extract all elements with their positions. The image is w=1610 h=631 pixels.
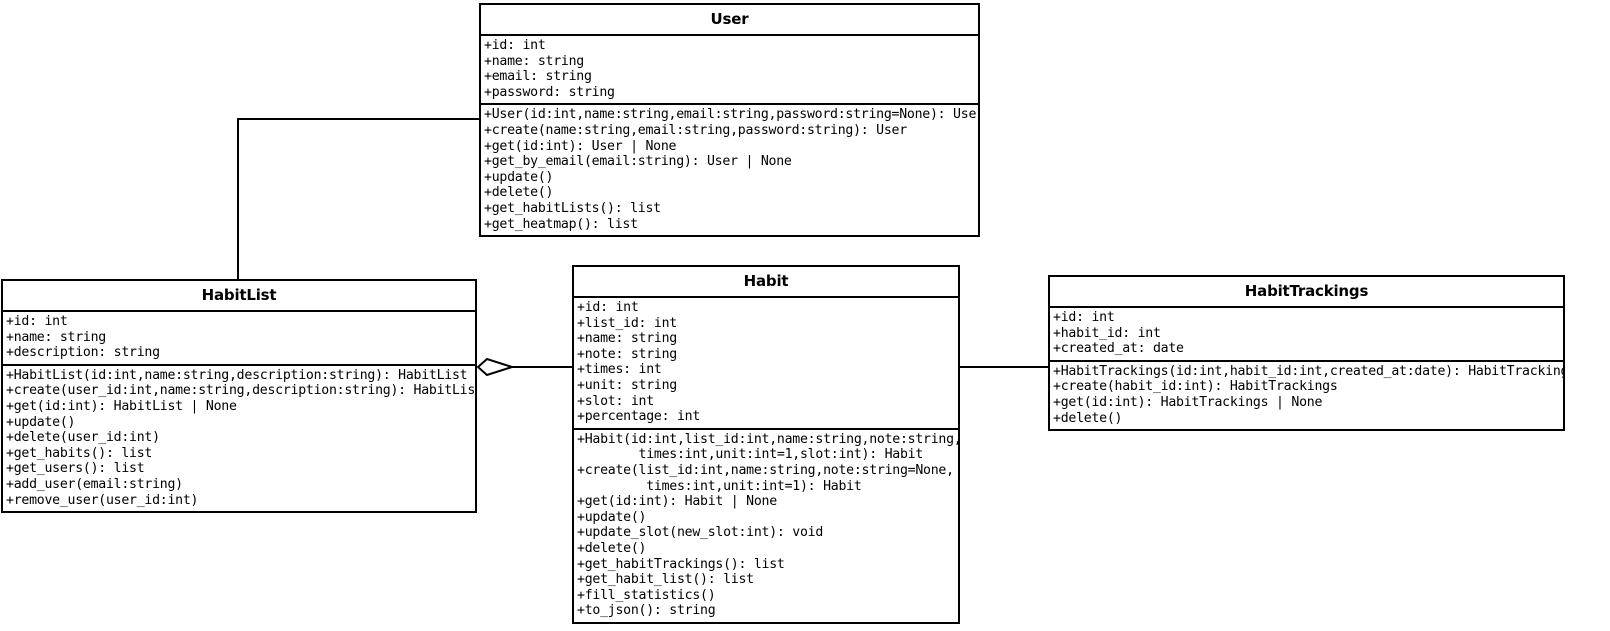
- method-line: +create(name:string,email:string,passwor…: [484, 122, 907, 138]
- method-line: +to_json(): string: [577, 603, 716, 619]
- method-line: +create(user_id:int,name:string,descript…: [6, 383, 477, 399]
- method-line: +update_slot(new_slot:int): void: [577, 525, 824, 541]
- attribute-line: +percentage: int: [577, 409, 701, 425]
- method-line: +update(): [484, 169, 554, 185]
- method-line: +get_heatmap(): list: [484, 216, 638, 232]
- method-line: +get(id:int): User | None: [484, 138, 677, 154]
- class-attributes-habitlist: +id: int +name: string +description: str…: [3, 312, 475, 366]
- connector-habit-habittrackings-line: [958, 366, 1050, 368]
- method-line: +get_habit_list(): list: [577, 572, 754, 588]
- class-title-user: User: [481, 5, 978, 36]
- attribute-line: +slot: int: [577, 393, 654, 409]
- attribute-line: +password: string: [484, 84, 615, 100]
- method-line: +get_habitTrackings(): list: [577, 556, 785, 572]
- attribute-line: +id: int: [577, 300, 639, 315]
- class-box-user[interactable]: User +id: int +name: string +email: stri…: [479, 3, 980, 238]
- method-line: +get_habits(): list: [6, 445, 153, 461]
- attribute-line: +habit_id: int: [1053, 325, 1161, 341]
- method-line: +delete(): [1053, 410, 1123, 426]
- method-line: +get(id:int): HabitTrackings | None: [1053, 394, 1323, 410]
- method-line: +delete(): [577, 540, 647, 556]
- method-line: +remove_user(user_id:int): [6, 492, 199, 508]
- method-line: +add_user(email:string): [6, 476, 183, 492]
- attribute-line: +unit: string: [577, 377, 677, 393]
- method-line: +HabitList(id:int,name:string,descriptio…: [6, 367, 468, 383]
- attribute-line: +times: int: [577, 362, 662, 378]
- method-line: +create(list_id:int,name:string,note:str…: [577, 462, 954, 478]
- method-line: +update(): [577, 509, 647, 525]
- aggregation-diamond-icon: [477, 357, 513, 377]
- class-title-habit: Habit: [574, 267, 958, 298]
- class-title-habittrackings: HabitTrackings: [1050, 277, 1563, 308]
- method-line: times:int,unit:int=1): Habit: [577, 478, 862, 494]
- attribute-line: +id: int: [484, 38, 546, 53]
- method-line: +User(id:int,name:string,email:string,pa…: [484, 107, 980, 123]
- class-attributes-user: +id: int +name: string +email: string +p…: [481, 36, 978, 106]
- attribute-line: +list_id: int: [577, 315, 677, 331]
- class-box-habitlist[interactable]: HabitList +id: int +name: string +descri…: [1, 279, 477, 514]
- method-line: +delete(): [484, 185, 554, 201]
- method-line: +get(id:int): HabitList | None: [6, 398, 237, 414]
- class-attributes-habit: +id: int +list_id: int +name: string +no…: [574, 298, 958, 430]
- method-line: +delete(user_id:int): [6, 430, 160, 446]
- connector-habitlist-habit-line: [509, 366, 573, 368]
- connector-user-habitlist-vertical: [237, 118, 239, 280]
- class-methods-habittrackings: +HabitTrackings(id:int,habit_id:int,crea…: [1050, 362, 1563, 429]
- method-line: +get_by_email(email:string): User | None: [484, 154, 792, 170]
- attribute-line: +name: string: [577, 331, 677, 347]
- method-line: +update(): [6, 414, 76, 430]
- method-line: +get(id:int): Habit | None: [577, 494, 777, 510]
- attribute-line: +email: string: [484, 69, 592, 85]
- class-attributes-habittrackings: +id: int +habit_id: int +created_at: dat…: [1050, 308, 1563, 362]
- class-box-habittrackings[interactable]: HabitTrackings +id: int +habit_id: int +…: [1048, 275, 1565, 432]
- class-methods-habit: +Habit(id:int,list_id:int,name:string,no…: [574, 430, 958, 622]
- attribute-line: +id: int: [6, 314, 68, 329]
- class-title-habitlist: HabitList: [3, 281, 475, 312]
- attribute-line: +note: string: [577, 346, 677, 362]
- class-methods-user: +User(id:int,name:string,email:string,pa…: [481, 105, 978, 235]
- attribute-line: +name: string: [6, 329, 106, 345]
- attribute-line: +created_at: date: [1053, 341, 1184, 357]
- method-line: times:int,unit:int=1,slot:int): Habit: [577, 447, 924, 463]
- connector-user-habitlist-horizontal: [237, 118, 481, 120]
- method-line: +fill_statistics(): [577, 587, 716, 603]
- class-methods-habitlist: +HabitList(id:int,name:string,descriptio…: [3, 366, 475, 511]
- method-line: +get_habitLists(): list: [484, 200, 661, 216]
- attribute-line: +description: string: [6, 345, 160, 361]
- class-box-habit[interactable]: Habit +id: int +list_id: int +name: stri…: [572, 265, 960, 624]
- attribute-line: +name: string: [484, 53, 584, 69]
- method-line: +get_users(): list: [6, 461, 145, 477]
- method-line: +Habit(id:int,list_id:int,name:string,no…: [577, 431, 960, 447]
- attribute-line: +id: int: [1053, 310, 1115, 325]
- method-line: +HabitTrackings(id:int,habit_id:int,crea…: [1053, 363, 1565, 379]
- method-line: +create(habit_id:int): HabitTrackings: [1053, 379, 1338, 395]
